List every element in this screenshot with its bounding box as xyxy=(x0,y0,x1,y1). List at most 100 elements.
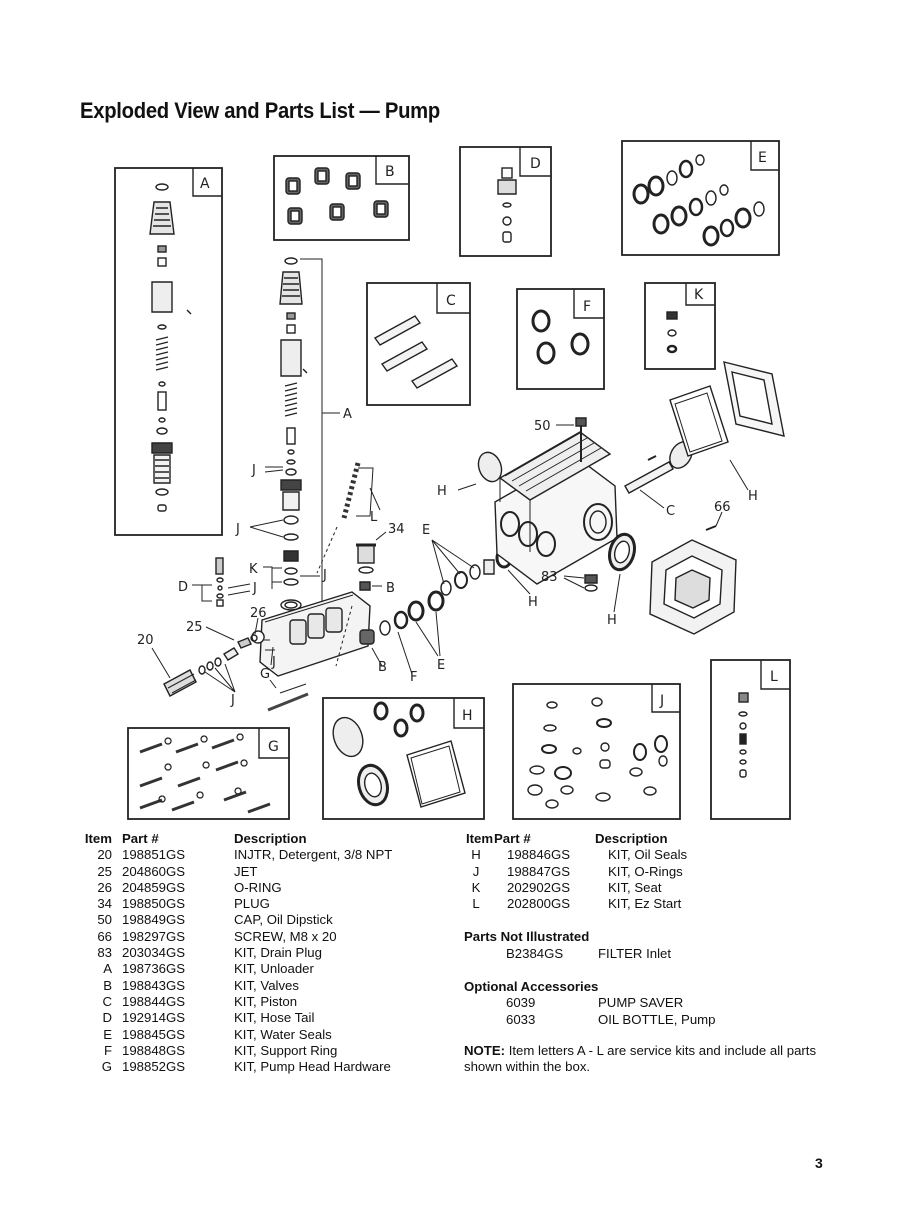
row-item: 25 xyxy=(97,863,112,879)
kit-box-l-label: L xyxy=(770,669,778,685)
callout-j2: J xyxy=(235,522,240,537)
row-part: 202800GS xyxy=(507,896,571,912)
callout-h3: H xyxy=(748,489,758,504)
callout-j6: J xyxy=(271,655,276,670)
callout-26: 26 xyxy=(250,606,267,621)
kit-box-a-label: A xyxy=(200,176,210,192)
kit-box-g-label: G xyxy=(268,739,279,755)
row-part: 204859GS xyxy=(122,879,186,895)
callout-83: 83 xyxy=(541,570,558,585)
table-row: 25 204860GS JET xyxy=(80,864,392,880)
row-description: CAP, Oil Dipstick xyxy=(234,912,333,928)
kit-box-c: C xyxy=(366,282,471,406)
callout-d: D xyxy=(178,580,188,595)
list-item: 6033 OIL BOTTLE, Pump xyxy=(466,1012,716,1028)
page-number: 3 xyxy=(815,1155,823,1171)
callout-l: L xyxy=(370,510,378,525)
list-item: 6039 PUMP SAVER xyxy=(466,995,716,1011)
kit-box-b-label: B xyxy=(385,164,395,180)
row-description: KIT, Unloader xyxy=(234,961,314,977)
header-part: Part # xyxy=(122,831,159,846)
row-part: 198736GS xyxy=(122,961,186,977)
row-item: 83 xyxy=(97,945,112,961)
row-item: D xyxy=(102,1010,112,1026)
page-title: Exploded View and Parts List — Pump xyxy=(80,98,440,123)
kit-box-g: G xyxy=(127,727,290,820)
callout-20: 20 xyxy=(137,633,154,648)
kit-box-f-label: F xyxy=(583,299,591,315)
not-illustrated-part: B2384GS xyxy=(506,945,564,961)
header-description: Description xyxy=(234,831,307,846)
row-part: 198850GS xyxy=(122,896,186,912)
row-part: 198297GS xyxy=(122,928,186,944)
row-description: KIT, Piston xyxy=(234,993,298,1009)
kit-box-j-label: J xyxy=(659,693,664,709)
table-row: 50 198849GS CAP, Oil Dipstick xyxy=(80,912,392,928)
row-part: 198851GS xyxy=(122,847,186,863)
callout-50: 50 xyxy=(534,419,551,434)
row-part: 204860GS xyxy=(122,863,186,879)
list-item: B2384GS FILTER Inlet xyxy=(466,946,716,962)
kit-box-k-label: K xyxy=(694,287,704,303)
kit-box-c-label: C xyxy=(446,293,456,309)
row-item: L xyxy=(472,896,480,912)
row-description: KIT, Pump Head Hardware xyxy=(234,1059,391,1075)
accessory-part: 6033 xyxy=(506,1011,536,1027)
row-description: KIT, Valves xyxy=(234,977,299,993)
kit-box-j: J xyxy=(512,683,681,820)
row-part: 198852GS xyxy=(122,1059,186,1075)
row-description: SCREW, M8 x 20 xyxy=(234,928,337,944)
table-row: 83 203034GS KIT, Drain Plug xyxy=(80,945,392,961)
row-description: KIT, Water Seals xyxy=(234,1026,332,1042)
row-description: KIT, Hose Tail xyxy=(234,1010,315,1026)
callout-66: 66 xyxy=(714,500,731,515)
row-item: J xyxy=(472,863,480,879)
row-description: JET xyxy=(234,863,258,879)
row-item: 26 xyxy=(97,879,112,895)
header-part: Part # xyxy=(494,831,531,846)
not-illustrated-description: FILTER Inlet xyxy=(598,945,672,961)
row-description: KIT, Oil Seals xyxy=(608,847,688,863)
row-part: 198847GS xyxy=(507,863,571,879)
callout-g: G xyxy=(260,667,270,682)
note-label: NOTE: xyxy=(464,1043,506,1058)
row-description: KIT, Drain Plug xyxy=(234,945,322,961)
table-row: G 198852GS KIT, Pump Head Hardware xyxy=(80,1059,392,1075)
kit-box-e-label: E xyxy=(758,150,767,166)
callout-25: 25 xyxy=(186,620,203,635)
row-description: INJTR, Detergent, 3/8 NPT xyxy=(234,847,393,863)
row-item: E xyxy=(103,1026,112,1042)
note-text: Item letters A - L are service kits and … xyxy=(464,1043,817,1075)
callout-h2: H xyxy=(528,595,538,610)
kit-box-f: F xyxy=(516,288,605,390)
table-header: Item Part # Description xyxy=(80,831,392,847)
row-item: 50 xyxy=(97,912,112,928)
callout-b1: B xyxy=(386,581,395,596)
kit-box-h: H xyxy=(322,697,485,820)
callout-b2: B xyxy=(378,660,387,675)
row-part: 203034GS xyxy=(122,945,186,961)
callout-34: 34 xyxy=(388,522,405,537)
row-item: G xyxy=(101,1059,112,1075)
kit-box-k: K xyxy=(644,282,716,370)
table-row: E 198845GS KIT, Water Seals xyxy=(80,1027,392,1043)
row-item: 34 xyxy=(97,896,112,912)
row-part: 198849GS xyxy=(122,912,186,928)
kit-box-d: D xyxy=(459,146,552,257)
callout-k: K xyxy=(249,562,258,577)
row-part: 198845GS xyxy=(122,1026,186,1042)
callout-c: C xyxy=(666,504,675,519)
